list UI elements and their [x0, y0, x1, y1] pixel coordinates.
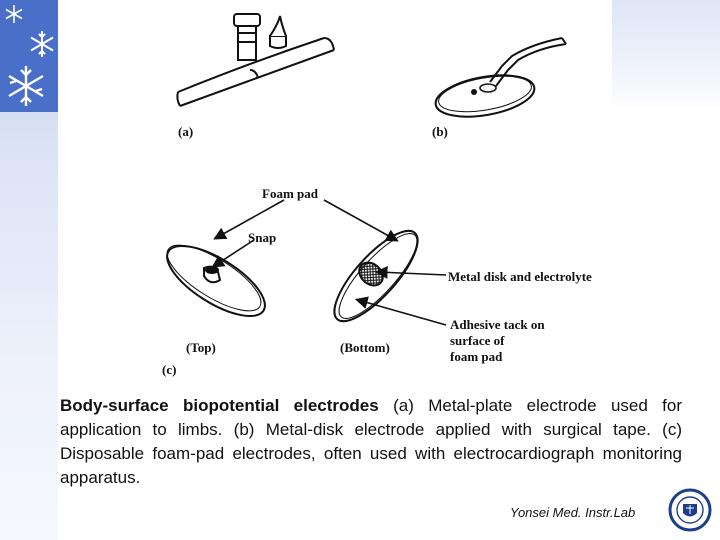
snowflake-large-icon: [8, 66, 44, 106]
label-metal-disk: Metal disk and electrolyte: [448, 269, 592, 284]
label-a: (a): [178, 124, 193, 139]
snowflake-decoration: [0, 0, 58, 112]
metal-disk-electrode: [434, 37, 567, 118]
label-foam-pad: Foam pad: [262, 186, 319, 201]
label-top: (Top): [186, 340, 216, 355]
label-b: (b): [432, 124, 448, 139]
caption-body: (a) Metal-plate electrode used for appli…: [60, 396, 683, 487]
label-snap: Snap: [248, 230, 276, 245]
lab-credit: Yonsei Med. Instr.Lab: [510, 505, 636, 520]
label-c: (c): [162, 362, 176, 377]
label-adhesive-line3: foam pad: [450, 349, 503, 364]
foam-pad-top-electrode: [166, 244, 266, 318]
label-adhesive-line2: surface of: [450, 333, 505, 348]
label-bottom: (Bottom): [340, 340, 390, 355]
electrode-illustration: (a) (b) Foam pad Snap Metal disk and ele…: [162, 13, 592, 377]
callout-arrows: [211, 199, 447, 326]
figure-caption: Body-surface biopotential electrodes (a)…: [60, 394, 682, 490]
snowflake-small-icon: [5, 5, 23, 23]
label-adhesive-line1: Adhesive tack on: [450, 317, 545, 332]
metal-plate-electrode: [176, 13, 335, 107]
snowflake-medium-icon: [30, 31, 54, 57]
university-seal-logo: [668, 488, 712, 532]
top-right-decorative-band: [612, 0, 720, 110]
electrode-figure: (a) (b) Foam pad Snap Metal disk and ele…: [152, 0, 614, 385]
caption-title: Body-surface biopotential electrodes: [60, 396, 379, 415]
